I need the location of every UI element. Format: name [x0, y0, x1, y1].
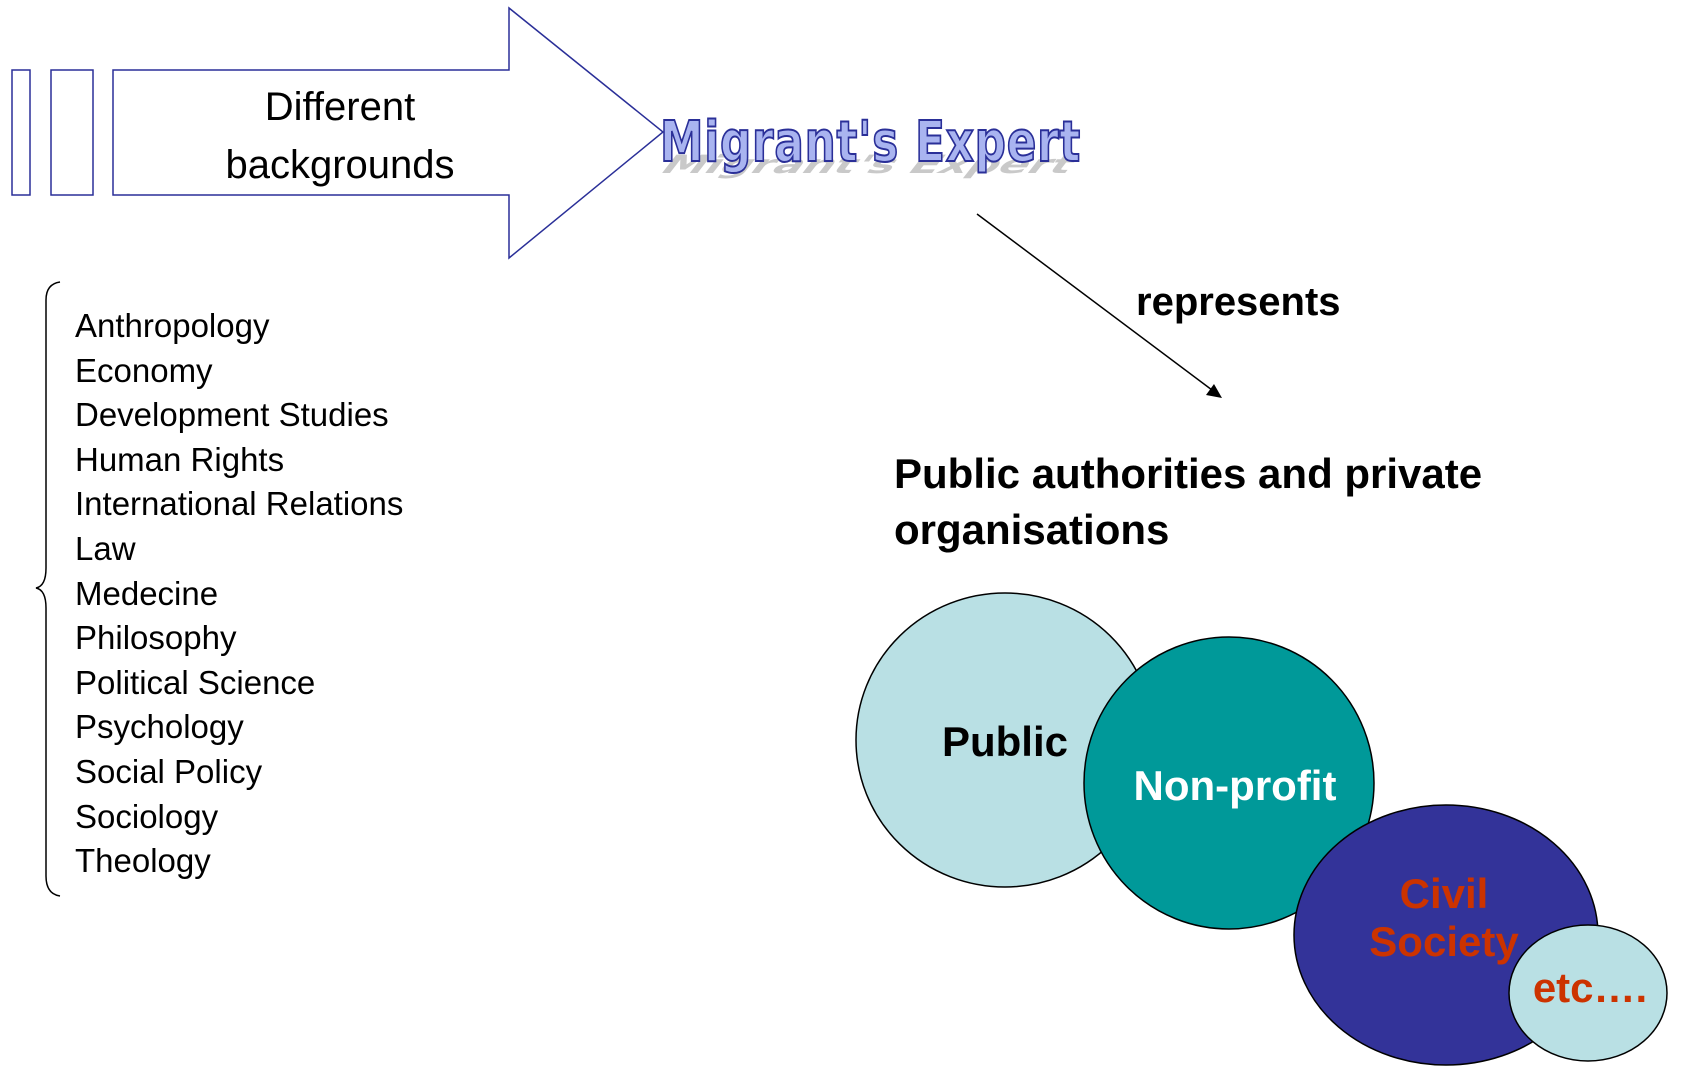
list-item: Development Studies	[75, 396, 389, 434]
arrow-label-line2: backgrounds	[225, 143, 455, 187]
represents-arrow-line	[976, 213, 1213, 391]
represents-label: represents	[1136, 280, 1341, 324]
list-item: Sociology	[75, 797, 219, 835]
left-brace	[35, 281, 61, 897]
arrow-stripe-2	[50, 69, 94, 196]
list-item: Theology	[75, 842, 211, 880]
circle-etc	[1508, 924, 1668, 1062]
list-item: Psychology	[75, 708, 244, 746]
list-item: International Relations	[75, 485, 404, 523]
represents-arrowhead	[1206, 384, 1222, 398]
list-item: Social Policy	[75, 752, 263, 790]
circle-non-profit	[1083, 636, 1375, 930]
background-list: Anthropology Economy Development Studies…	[75, 304, 403, 884]
list-item: Law	[75, 529, 136, 567]
arrow-label-line1: Different	[264, 85, 416, 129]
circle-label-civil-society: Civil Society	[1369, 870, 1519, 965]
circle-label-non-profit: Non-profit	[1133, 762, 1337, 809]
list-item: Political Science	[75, 663, 316, 701]
arrow-stripe-1	[11, 69, 31, 196]
circle-label-etc: etc….	[1532, 964, 1648, 1011]
arrow-label: Different backgrounds	[190, 78, 490, 194]
wordart-title: Migrant's Expert	[659, 109, 1082, 176]
circle-label-public: Public	[941, 718, 1069, 765]
target-heading: Public authorities and private organisat…	[894, 450, 1483, 553]
list-item: Anthropology	[75, 307, 270, 344]
list-item: Medecine	[75, 574, 219, 612]
list-item: Philosophy	[75, 619, 237, 657]
list-item: Economy	[75, 351, 213, 389]
block-arrow	[112, 6, 665, 260]
list-item: Human Rights	[75, 440, 285, 478]
